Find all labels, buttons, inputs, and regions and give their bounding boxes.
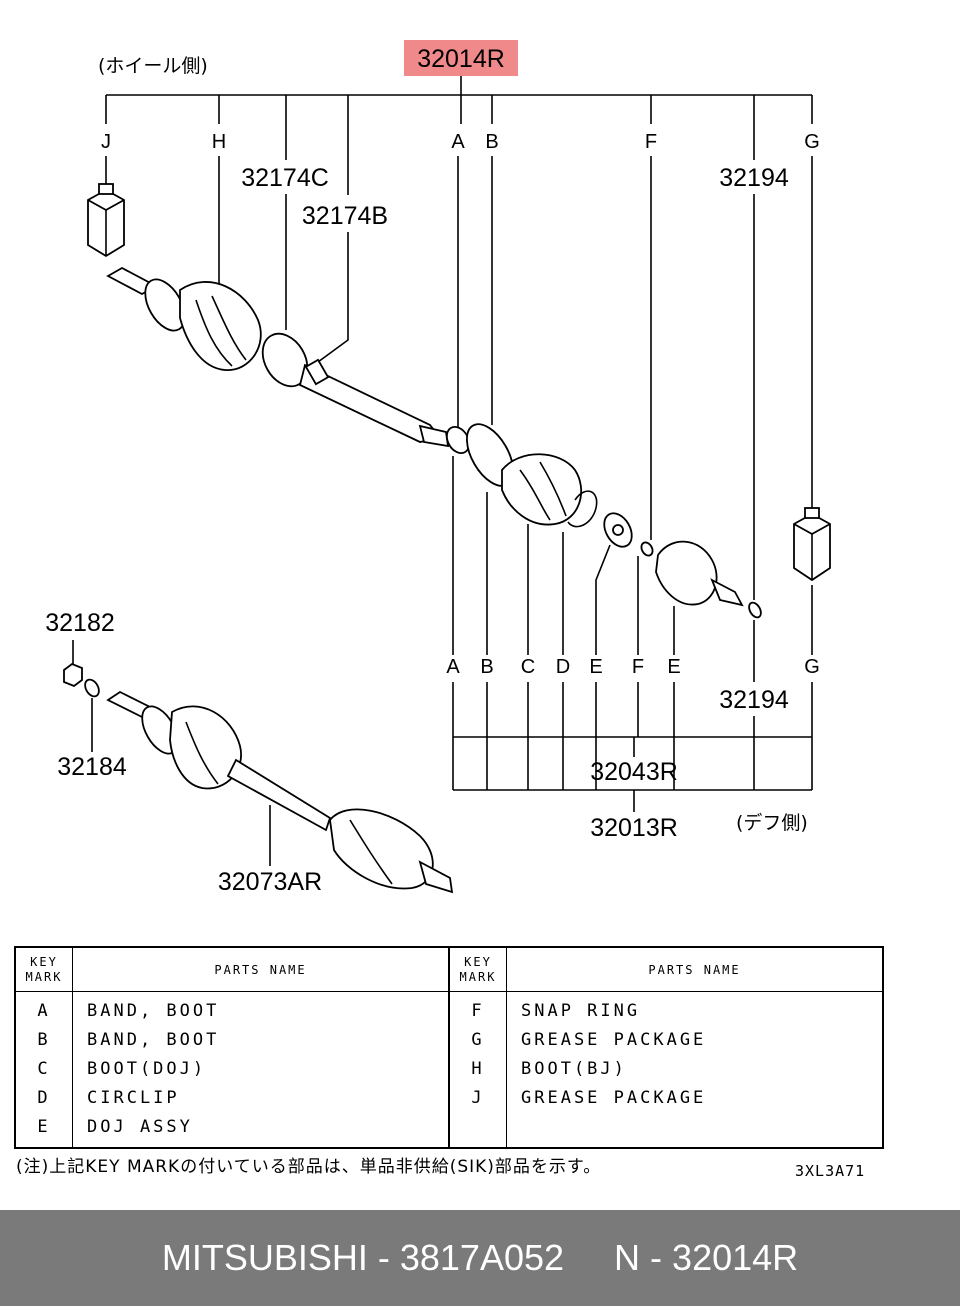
table-row: A BAND, BOOT F SNAP RING: [15, 991, 883, 1025]
key-letter-G-bottom: G: [804, 656, 820, 678]
key-mark-cell: G: [448, 1025, 507, 1054]
key-letter-D-bottom: D: [556, 656, 570, 678]
boot-doj-C-icon: [501, 453, 583, 526]
part-label-32013R[interactable]: 32013R: [590, 814, 678, 842]
key-letter-A-bottom: A: [446, 656, 460, 678]
key-letter-E2-bottom: E: [667, 656, 680, 678]
footer-separator: -: [640, 1237, 673, 1278]
key-mark-header-left: KEY MARK: [15, 947, 73, 992]
key-header-line1: KEY: [30, 954, 58, 969]
footnote: (注)上記KEY MARKの付いている部品は、単品非供給(SIK)部品を示す。: [16, 1157, 602, 1177]
grease-package-J-icon: [87, 183, 125, 258]
table-row: E DOJ ASSY: [15, 1112, 883, 1148]
upper-drive-shaft-icon: [106, 266, 450, 448]
part-name-cell: BOOT(DOJ): [72, 1054, 449, 1083]
part-name-cell: SNAP RING: [506, 991, 883, 1025]
key-letter-B-top: B: [485, 131, 498, 153]
part-label-32194-bottom[interactable]: 32194: [719, 686, 789, 714]
key-header-line2: MARK: [459, 969, 497, 984]
main-part-highlight: [404, 40, 518, 76]
footer-brand: MITSUBISHI: [161, 1237, 368, 1278]
main-part-number[interactable]: 32014R: [417, 45, 505, 73]
part-label-32182[interactable]: 32182: [45, 609, 115, 637]
part-label-32194-top[interactable]: 32194: [719, 164, 789, 192]
wheel-side-label: (ホイール側): [98, 55, 208, 77]
bottom-bracket-lines: [452, 682, 813, 812]
key-mark-cell: F: [448, 991, 507, 1025]
table-row: C BOOT(DOJ) H BOOT(BJ): [15, 1054, 883, 1083]
part-name-cell: GREASE PACKAGE: [506, 1025, 883, 1054]
o-ring-32194-icon: [748, 601, 762, 619]
key-mark-cell: C: [37, 1058, 51, 1079]
part-name-cell: CIRCLIP: [72, 1083, 449, 1112]
key-header-line1: KEY: [464, 954, 492, 969]
key-letter-B-bottom: B: [480, 656, 493, 678]
washer-32184-icon: [84, 678, 100, 752]
key-letter-C-bottom: C: [521, 656, 535, 678]
key-header-line2: MARK: [25, 969, 63, 984]
part-label-32043R[interactable]: 32043R: [590, 758, 678, 786]
key-letter-J-top: J: [101, 131, 111, 153]
table-row: D CIRCLIP J GREASE PACKAGE: [15, 1083, 883, 1112]
diff-side-label: (デフ側): [736, 812, 808, 834]
key-mark-header-right: KEY MARK: [448, 947, 507, 992]
leader-lines: [105, 156, 813, 600]
part-name-cell: BOOT(BJ): [506, 1054, 883, 1083]
footer-separator: -: [367, 1237, 400, 1278]
key-letter-G-top: G: [804, 131, 820, 153]
part-name-cell: BAND, BOOT: [72, 1025, 449, 1054]
part-label-32174B[interactable]: 32174B: [302, 202, 388, 230]
part-label-32073AR[interactable]: 32073AR: [218, 868, 322, 896]
key-letter-F-bottom: F: [632, 656, 644, 678]
part-name-cell: BAND, BOOT: [72, 991, 449, 1025]
footer-ref-prefix: N: [614, 1237, 641, 1278]
part-label-32184[interactable]: 32184: [57, 753, 127, 781]
key-mark-cell: A: [37, 1000, 51, 1021]
top-bracket-lines: [105, 76, 813, 195]
key-mark-cell: H: [448, 1054, 507, 1083]
key-mark-cell: J: [448, 1083, 507, 1112]
table-row: B BAND, BOOT G GREASE PACKAGE: [15, 1025, 883, 1054]
key-mark-table: KEY MARK PARTS NAME KEY MARK PARTS NAME …: [14, 946, 884, 1149]
lower-drive-shaft-assy-icon: [106, 690, 454, 894]
nut-32182-icon: [63, 640, 83, 688]
table-header-row: KEY MARK PARTS NAME KEY MARK PARTS NAME: [15, 947, 883, 992]
circlip-D-icon: [567, 490, 598, 528]
part-name-cell: DOJ ASSY: [72, 1112, 449, 1148]
footer-gap: [564, 1237, 614, 1279]
grease-package-G-icon: [793, 507, 831, 582]
footer-oem-number[interactable]: 3817A052: [399, 1237, 565, 1278]
diagram-code: 3XL3A71: [795, 1162, 866, 1180]
key-letter-E1-bottom: E: [589, 656, 602, 678]
key-letter-A-top: A: [451, 131, 465, 153]
parts-name-header-right: PARTS NAME: [506, 947, 883, 992]
part-name-cell: [506, 1112, 883, 1148]
part-label-32174C[interactable]: 32174C: [241, 164, 329, 192]
key-mark-cell: E: [37, 1116, 51, 1137]
footer-bar: MITSUBISHI - 3817A052 N - 32014R: [0, 1210, 960, 1306]
lower-leader-lines: [452, 456, 813, 682]
doj-housing-icon: [655, 540, 744, 607]
part-name-cell: GREASE PACKAGE: [506, 1083, 883, 1112]
key-letter-F-top: F: [645, 131, 657, 153]
key-letter-H-top: H: [212, 131, 226, 153]
parts-diagram: 32014R (ホイール側) (デフ側) J H A B F G 32174C …: [45, 40, 831, 896]
key-mark-cell: B: [37, 1029, 51, 1050]
doj-assy-E-icon: [603, 512, 633, 548]
key-mark-cell: [448, 1112, 507, 1148]
key-mark-cell: D: [37, 1087, 51, 1108]
footer-ref-number[interactable]: 32014R: [672, 1237, 799, 1278]
snap-ring-F-icon: [640, 541, 654, 557]
parts-name-header-left: PARTS NAME: [72, 947, 449, 992]
